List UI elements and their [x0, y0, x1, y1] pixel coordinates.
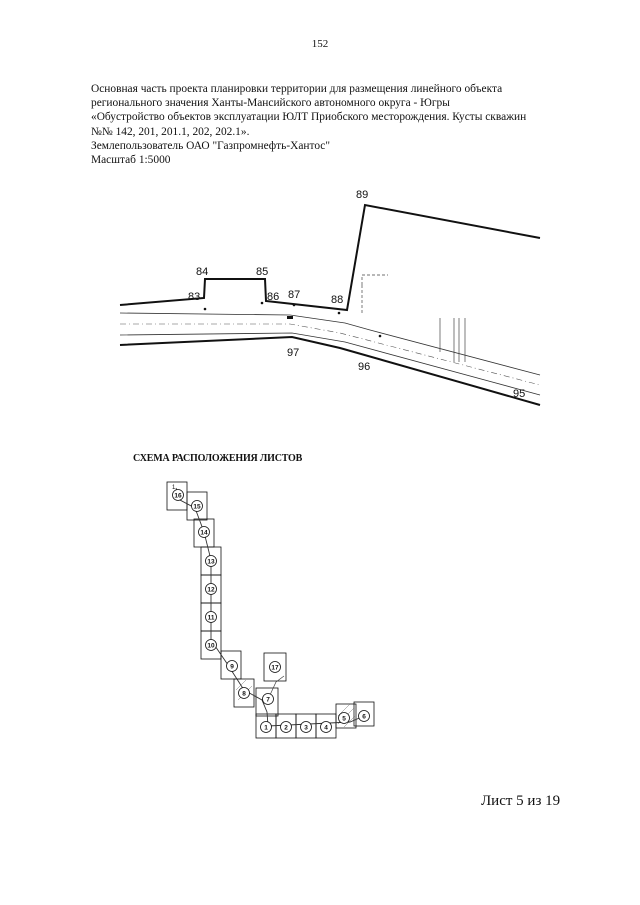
title-line-1: Основная часть проекта планировки террит…: [91, 83, 503, 95]
corner-mark: 1: [172, 485, 176, 491]
sheet-number-7: 7: [266, 697, 270, 704]
sheet-number-16: 16: [174, 493, 182, 500]
sheet-number-8: 8: [242, 691, 246, 698]
page-number: 152: [311, 38, 329, 50]
point-label-89: 89: [356, 189, 368, 201]
sheet-frame-5[interactable]: [335, 703, 357, 729]
road-centerline: [120, 323, 541, 386]
sheet-number-4: 4: [324, 725, 328, 732]
boundary-line: [119, 203, 541, 312]
title-line-2: регионального значения Ханты-Мансийского…: [91, 97, 450, 110]
sheet-number-10: 10: [207, 643, 215, 650]
sheet-frame-9[interactable]: [220, 650, 242, 680]
point-label-96: 96: [358, 361, 370, 373]
title-line-4: №№ 142, 201, 201.1, 202, 202.1».: [91, 125, 250, 138]
sheet-number-6: 6: [362, 714, 366, 721]
road-edge-bottom: [119, 332, 541, 396]
point-label-95: 95: [513, 388, 525, 400]
scale-line: Масштаб 1:5000: [91, 154, 171, 167]
boundary-plan-drawing: 89 84 85 83 86 87 88 97 96 95: [119, 189, 541, 406]
sheet-number-5: 5: [342, 716, 346, 723]
point-label-87: 87: [288, 289, 300, 301]
road-edge-top: [119, 312, 541, 376]
sheet-frame-8[interactable]: [233, 678, 255, 708]
sheet-number-13: 13: [207, 559, 215, 566]
sheet-number-2: 2: [284, 725, 288, 732]
structures: [361, 274, 466, 362]
title-line-3: «Обустройство объектов эксплуатации ЮЛТ …: [91, 111, 527, 124]
point-label-97: 97: [287, 347, 299, 359]
survey-dots: [203, 301, 382, 338]
sheet-number-15: 15: [193, 504, 201, 511]
sheet-layout-scheme: 16 15 14 13 12 11 10 9 8 17 7 1 2 3 4 5 …: [166, 481, 375, 739]
sheet-number-1: 1: [264, 725, 268, 732]
sheet-counter: Лист 5 из 19: [481, 793, 561, 809]
point-label-88: 88: [331, 294, 343, 306]
point-label-85: 85: [256, 266, 268, 278]
document-title-block: Основная часть проекта планировки террит…: [91, 82, 561, 167]
sheet-number-14: 14: [200, 530, 208, 537]
sheet-frame-15[interactable]: [186, 491, 208, 521]
point-label-86: 86: [267, 291, 279, 303]
sheet-number-9: 9: [230, 664, 234, 671]
sheet-number-3: 3: [304, 725, 308, 732]
route-branch: [269, 675, 285, 696]
scheme-title: СХЕМА РАСПОЛОЖЕНИЯ ЛИСТОВ: [133, 453, 303, 464]
sheet-frame-17[interactable]: [263, 652, 287, 682]
point-label-83: 83: [188, 291, 200, 303]
sheet-number-11: 11: [208, 615, 215, 622]
sheet-number-17: 17: [271, 665, 279, 672]
land-user-line: Землепользователь ОАО "Газпромнефть-Хант…: [91, 139, 331, 152]
point-label-84: 84: [196, 266, 208, 278]
lower-boundary-line: [119, 335, 541, 406]
route-line: [175, 487, 365, 727]
sheet-frame-6[interactable]: [353, 701, 375, 727]
sheet-number-12: 12: [207, 587, 215, 594]
